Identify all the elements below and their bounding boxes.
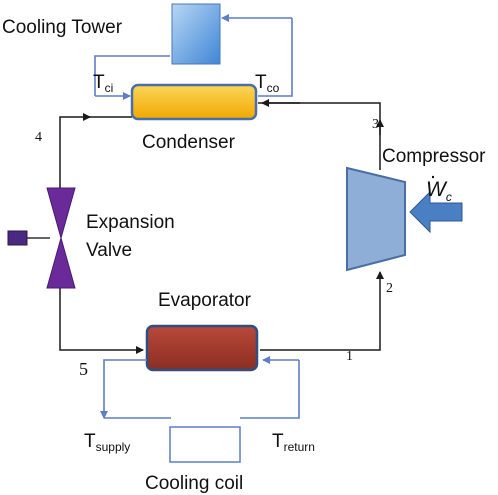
work-input-arrow — [409, 190, 463, 234]
cooling-coil — [169, 426, 241, 463]
compressor-label: Compressor — [382, 146, 486, 167]
svg-text:Wc: Wc — [426, 178, 452, 204]
state-point-2: 2 — [386, 281, 393, 296]
evaporator-label: Evaporator — [158, 290, 252, 311]
compressor — [346, 166, 406, 272]
state-point-1: 1 — [346, 349, 353, 364]
state-point-4: 4 — [35, 130, 42, 145]
condenser — [130, 83, 258, 121]
cooling-tower-label: Cooling Tower — [2, 17, 123, 38]
work-input-label: Wc — [426, 175, 452, 204]
state-point-3: 3 — [372, 117, 379, 132]
expansion-valve-label-line2: Valve — [86, 240, 132, 261]
condenser-outlet-temp-label: Tco — [255, 72, 280, 95]
state-point-5: 5 — [79, 359, 88, 379]
cooling-coil-label: Cooling coil — [145, 473, 243, 494]
supply-temp-label: Tsupply — [84, 431, 130, 454]
cooling-tower — [171, 3, 221, 65]
expansion-valve — [7, 187, 76, 289]
cooling-tower-water-loop — [94, 14, 293, 100]
condenser-label: Condenser — [142, 132, 236, 153]
return-temp-label: Treturn — [272, 431, 315, 454]
evaporator — [145, 324, 259, 372]
refrigerant-loop — [59, 99, 384, 354]
chilled-water-loop — [100, 356, 300, 419]
condenser-inlet-temp-label: Tci — [93, 72, 113, 95]
expansion-valve-label-line1: Expansion — [86, 212, 175, 233]
valve-actuator — [7, 230, 28, 246]
